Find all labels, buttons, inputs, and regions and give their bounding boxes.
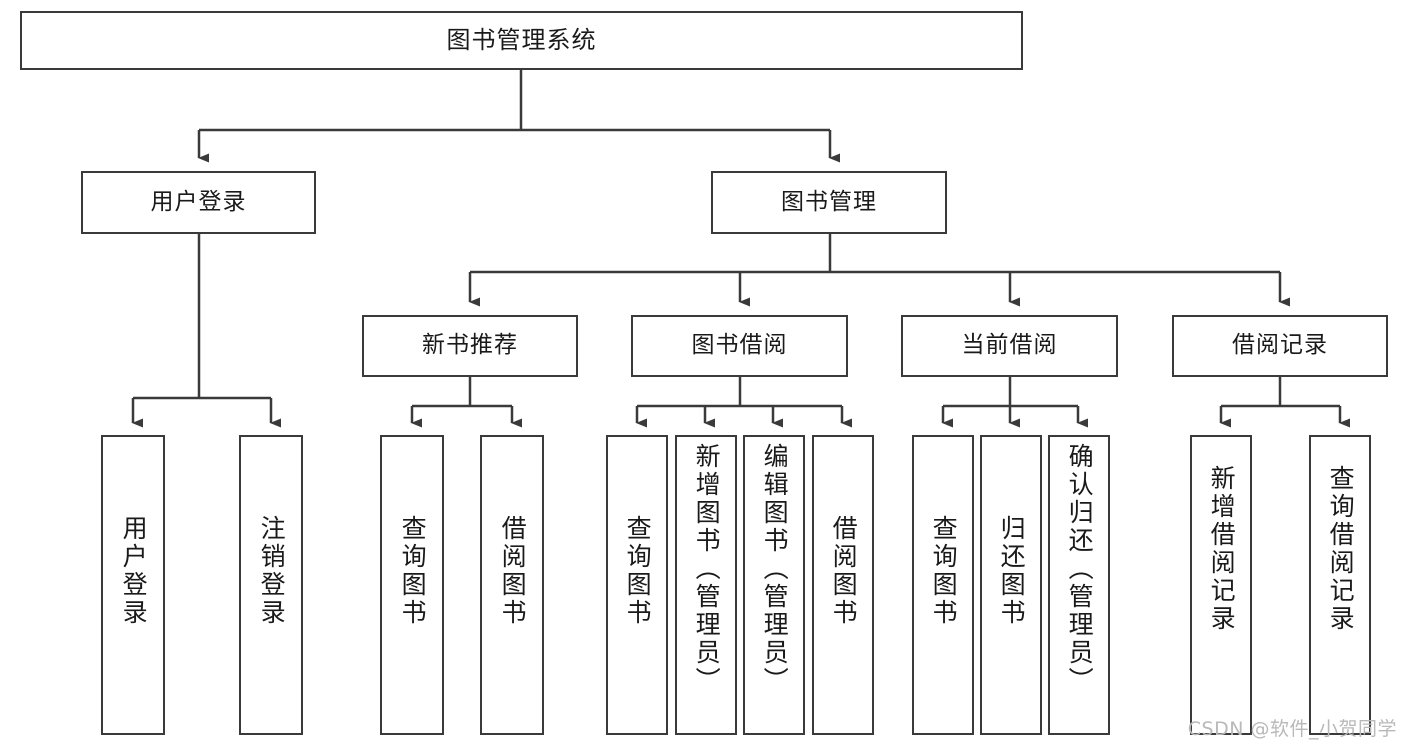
leaf-label: 查询图书	[398, 515, 428, 627]
node-user-login[interactable]: 用户登录	[81, 171, 316, 234]
leaf-return-book[interactable]: 归还图书	[980, 435, 1042, 735]
node-label: 图书管理	[781, 188, 877, 215]
leaf-borrow-book-recommend[interactable]: 借阅图书	[480, 435, 544, 735]
leaf-label: 借阅图书	[498, 515, 528, 627]
leaf-query-book-recommend[interactable]: 查询图书	[380, 435, 444, 735]
leaf-borrow-book[interactable]: 借阅图书	[812, 435, 874, 735]
leaf-label: 用户登录	[119, 515, 149, 627]
node-root[interactable]: 图书管理系统	[20, 11, 1023, 70]
node-label: 用户登录	[150, 188, 247, 215]
node-current-borrow[interactable]: 当前借阅	[901, 315, 1118, 377]
leaf-confirm-return-admin[interactable]: 确认归还（管理员）	[1048, 435, 1110, 735]
leaf-label: 查询图书	[929, 515, 959, 627]
node-new-book-recommend[interactable]: 新书推荐	[362, 315, 578, 377]
leaf-label: 归还图书	[997, 515, 1027, 627]
node-label: 图书管理系统	[446, 26, 597, 55]
node-book-borrow[interactable]: 图书借阅	[631, 315, 848, 377]
leaf-label: 新增借阅记录	[1207, 465, 1237, 633]
leaf-query-book-borrow[interactable]: 查询图书	[606, 435, 668, 735]
node-label: 当前借阅	[961, 332, 1058, 359]
leaf-label: 查询借阅记录	[1326, 465, 1356, 633]
node-book-management[interactable]: 图书管理	[711, 171, 947, 234]
leaf-query-book-current[interactable]: 查询图书	[912, 435, 974, 735]
watermark: CSDN @软件_小贺同学	[1187, 718, 1397, 740]
leaf-logout[interactable]: 注销登录	[239, 435, 303, 735]
node-label: 借阅记录	[1232, 332, 1328, 359]
leaf-user-login[interactable]: 用户登录	[101, 435, 165, 735]
node-label: 新书推荐	[422, 332, 518, 359]
node-borrow-records[interactable]: 借阅记录	[1172, 315, 1388, 377]
leaf-query-borrow-record[interactable]: 查询借阅记录	[1309, 435, 1371, 735]
leaf-label: 编辑图书（管理员）	[760, 443, 790, 695]
leaf-edit-book-admin[interactable]: 编辑图书（管理员）	[743, 435, 805, 735]
leaf-label: 新增图书（管理员）	[692, 443, 722, 695]
leaf-label: 查询图书	[623, 515, 653, 627]
leaf-add-book-admin[interactable]: 新增图书（管理员）	[675, 435, 737, 735]
node-label: 图书借阅	[691, 332, 788, 359]
leaf-label: 借阅图书	[829, 515, 859, 627]
leaf-add-borrow-record[interactable]: 新增借阅记录	[1190, 435, 1252, 735]
leaf-label: 注销登录	[257, 515, 287, 627]
leaf-label: 确认归还（管理员）	[1065, 443, 1095, 695]
